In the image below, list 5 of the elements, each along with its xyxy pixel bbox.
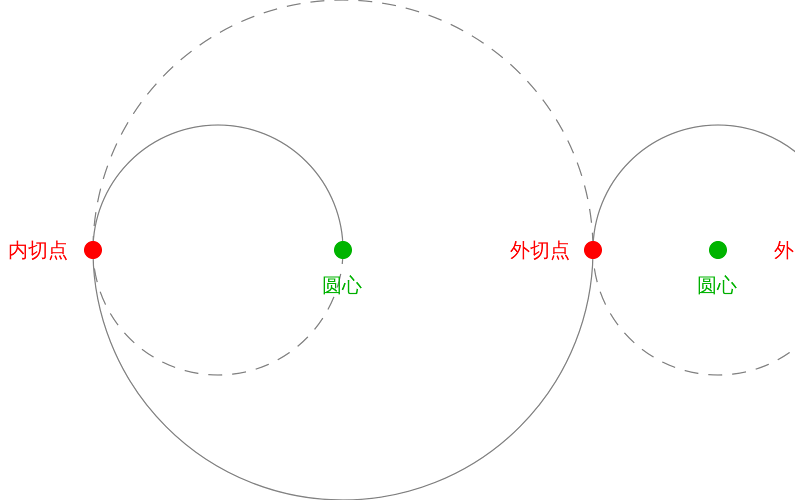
point-label: 圆心: [322, 272, 362, 298]
point-label: 圆心: [697, 272, 737, 298]
point-label: 外: [774, 237, 794, 263]
point-label: 内切点: [8, 237, 68, 263]
point-label: 外切点: [510, 237, 570, 263]
